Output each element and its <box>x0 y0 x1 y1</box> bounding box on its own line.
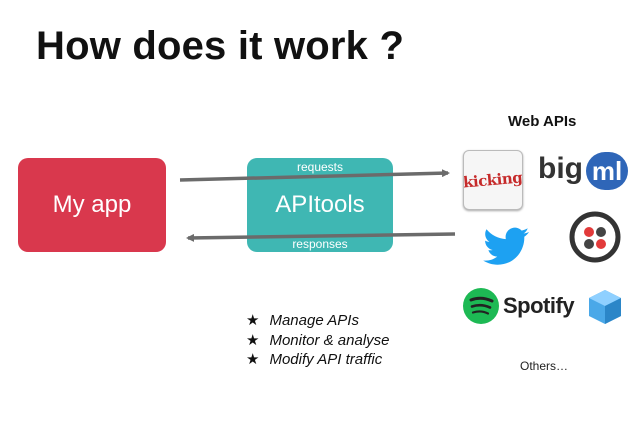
responses-label: responses <box>292 237 348 251</box>
star-bullet-icon: ★ <box>246 331 260 349</box>
star-bullet-icon: ★ <box>246 351 260 368</box>
bigml-badge: ml <box>586 152 628 190</box>
slide-title: How does it work ? <box>36 24 405 68</box>
bigml-badge-text: ml <box>591 155 623 186</box>
spotify-icon <box>463 288 499 324</box>
feature-text: Monitor & analyse <box>269 331 390 349</box>
twitter-bird-icon <box>483 226 531 268</box>
my-app-box: My app <box>18 158 166 252</box>
kicking-logo-text: kicking <box>463 168 523 192</box>
feature-text: Modify API traffic <box>269 351 383 368</box>
feature-text: Manage APIs <box>269 312 359 329</box>
bigml-logo: big ml <box>538 150 628 194</box>
request-arrow <box>179 169 450 182</box>
spotify-wordmark: Spotify <box>503 293 575 318</box>
circle-dots-logo-icon <box>568 210 622 264</box>
star-bullet-icon: ★ <box>246 312 260 329</box>
feature-item: ★ Monitor & analyse <box>246 331 390 351</box>
spotify-logo: Spotify <box>461 286 575 326</box>
kicking-logo: kicking <box>463 150 523 210</box>
feature-item: ★ Modify API traffic <box>246 350 390 370</box>
bigml-text: big <box>538 152 583 185</box>
apitools-label: APItools <box>275 191 365 218</box>
feature-item: ★ Manage APIs <box>246 311 390 331</box>
others-label: Others… <box>520 359 569 373</box>
web-apis-heading: Web APIs <box>508 113 577 130</box>
cube-logo-icon <box>585 287 625 327</box>
response-arrow <box>186 232 456 242</box>
my-app-label: My app <box>52 191 132 218</box>
feature-list: ★ Manage APIs ★ Monitor & analyse ★ Modify … <box>246 311 390 370</box>
requests-label: requests <box>296 160 344 174</box>
